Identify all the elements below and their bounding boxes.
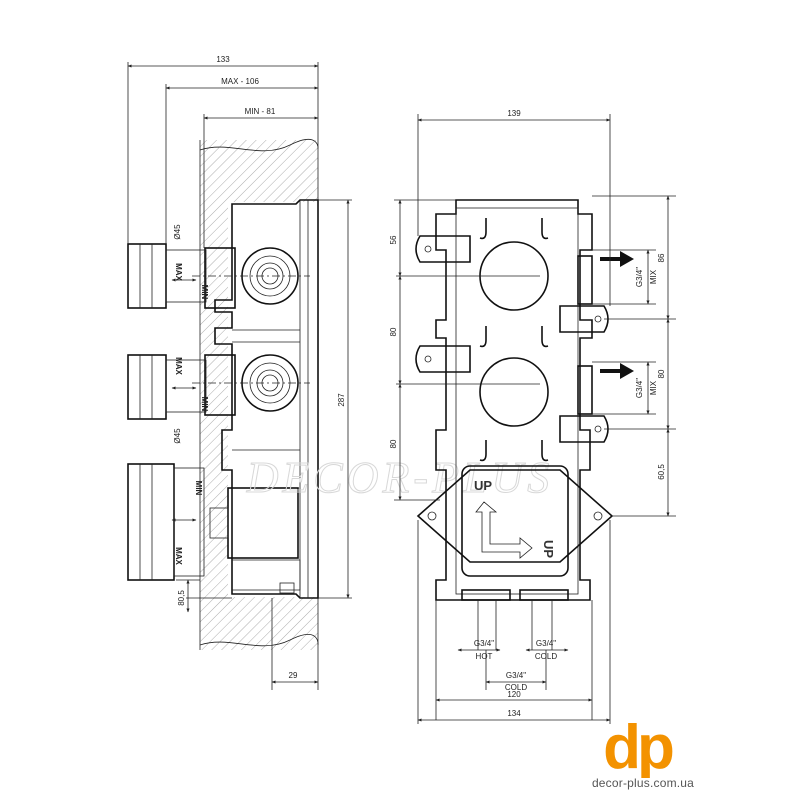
- mix-thread-top: G3/4": [635, 267, 644, 287]
- dim-80b: 80: [389, 439, 398, 448]
- dim-134: 134: [507, 709, 521, 718]
- min-label-top: MIN: [200, 285, 209, 300]
- max-label-mid: MAX: [174, 357, 183, 375]
- dim-80-right: 80: [657, 369, 666, 378]
- up-label-side: UP: [541, 540, 556, 558]
- dim-120: 120: [507, 690, 521, 699]
- dim-max-106: MAX - 106: [221, 77, 259, 86]
- mix-label-top: MIX: [649, 269, 658, 284]
- dim-86: 86: [657, 253, 666, 262]
- cold2-label: COLD: [505, 683, 527, 692]
- diverter-box: [461, 465, 569, 577]
- mix-label-mid: MIX: [649, 380, 658, 395]
- left-view: MAX MIN MAX MIN MIN MAX Ø45 Ø45 133 MAX …: [127, 55, 352, 690]
- upper-cartridge: [127, 243, 310, 309]
- right-view: UP UP G3/4" HOT G3/4" COLD G3/4" COLD 12…: [389, 109, 676, 724]
- dim-60-5: 60,5: [657, 464, 666, 480]
- dim-min-81: MIN - 81: [245, 107, 276, 116]
- logo-url: decor-plus.com.ua: [591, 776, 695, 790]
- mix-thread-mid: G3/4": [635, 378, 644, 398]
- dim-56: 56: [389, 235, 398, 244]
- logo-mark: dp: [603, 718, 673, 778]
- min-label-bottom: MIN: [194, 481, 203, 496]
- diameter-top-label: Ø45: [173, 224, 182, 240]
- hot-thread: G3/4": [474, 639, 494, 648]
- mix-arrow-mid: [600, 363, 634, 379]
- cold-thread: G3/4": [536, 639, 556, 648]
- cartridge-circle-mid: [479, 357, 549, 427]
- dim-80a: 80: [389, 327, 398, 336]
- up-arrow: [475, 501, 533, 559]
- right-box-outline: [435, 199, 593, 601]
- dim-139: 139: [507, 109, 521, 118]
- dim-133: 133: [216, 55, 230, 64]
- left-box-outline: [214, 199, 319, 599]
- cold2-thread: G3/4": [506, 671, 526, 680]
- dim-29: 29: [289, 671, 298, 680]
- hooks: [479, 218, 549, 462]
- hot-label: HOT: [476, 652, 493, 661]
- dim-287: 287: [337, 393, 346, 407]
- mix-arrow-top: [600, 251, 634, 267]
- brand-logo: dp: [582, 713, 692, 798]
- min-label-mid: MIN: [200, 397, 209, 412]
- max-label-bottom: MAX: [174, 547, 183, 565]
- diameter-mid-label: Ø45: [173, 428, 182, 444]
- watermark: DECOR-PLUS: [246, 453, 553, 502]
- middle-cartridge: [127, 354, 310, 420]
- lower-diverter: [127, 463, 301, 594]
- max-label-top: MAX: [174, 263, 183, 281]
- dim-80-5: 80,5: [177, 590, 186, 606]
- up-label-top: UP: [474, 478, 492, 493]
